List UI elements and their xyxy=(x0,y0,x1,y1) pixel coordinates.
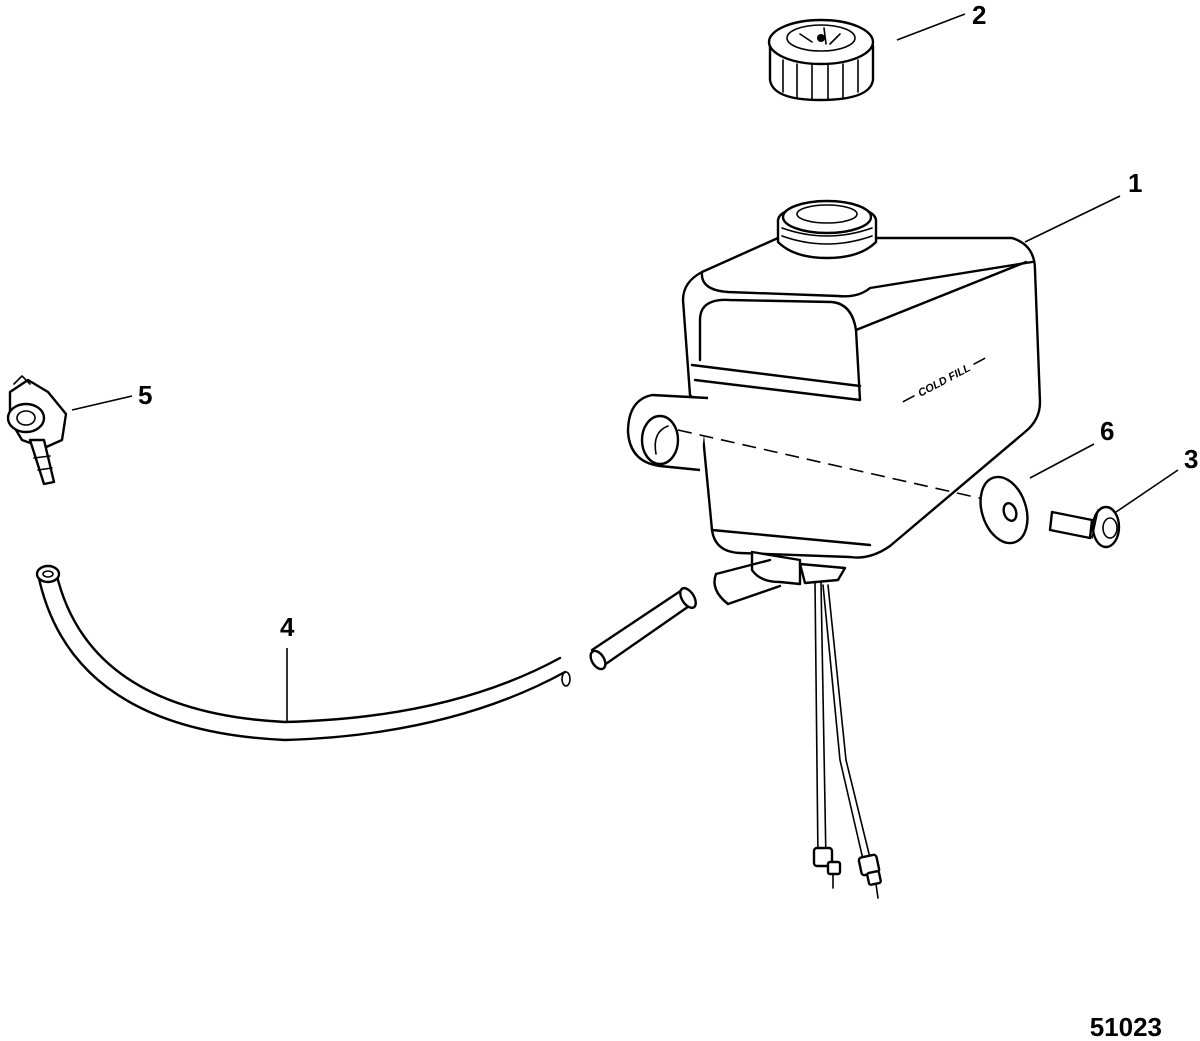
callout-3: 3 xyxy=(1184,444,1198,474)
callout-2: 2 xyxy=(972,0,986,30)
leader-line-2 xyxy=(896,13,966,41)
leader-line-6 xyxy=(1029,443,1095,479)
leader-line-1 xyxy=(1024,195,1121,243)
callout-5: 5 xyxy=(138,380,152,410)
figure-id: 51023 xyxy=(1090,1012,1162,1041)
hose-part xyxy=(35,558,782,742)
cap-part xyxy=(767,18,875,102)
screw-part xyxy=(1048,505,1121,549)
washer-part xyxy=(979,475,1029,545)
leader-line-3 xyxy=(1115,469,1179,513)
callout-1: 1 xyxy=(1128,168,1142,198)
leader-line-5 xyxy=(71,395,133,411)
mounting-centerline xyxy=(677,429,1011,506)
callout-6: 6 xyxy=(1100,416,1114,446)
elbow-fitting-part xyxy=(6,375,68,486)
tank-part: COLD FILL xyxy=(626,199,1042,899)
callout-4: 4 xyxy=(280,612,295,642)
